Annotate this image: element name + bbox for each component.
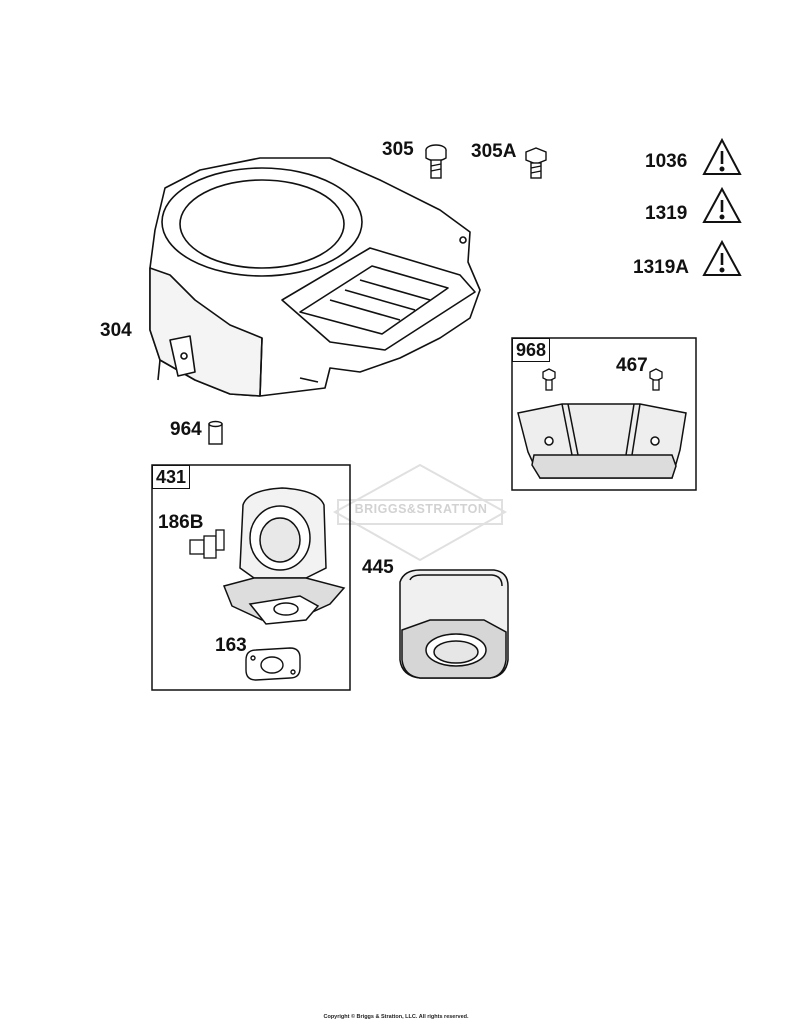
brand-watermark-shape xyxy=(332,463,508,562)
screw-467-part xyxy=(542,368,663,391)
kit-968-box xyxy=(511,337,697,491)
callout-467: 467 xyxy=(616,355,648,376)
air-cleaner-cover-part xyxy=(517,403,687,479)
callout-305a: 305A xyxy=(471,141,517,162)
warning-triangle-icon xyxy=(702,137,742,175)
callout-1319: 1319 xyxy=(645,203,688,224)
callout-1319a: 1319A xyxy=(633,257,689,278)
brand-watermark-text: BRIGGS&STRATTON xyxy=(354,502,488,516)
air-filter-445-part xyxy=(399,569,509,679)
callout-304: 304 xyxy=(100,320,132,341)
callout-968: 968 xyxy=(512,338,551,362)
intake-manifold-part xyxy=(222,487,346,625)
fitting-186b-part xyxy=(189,529,225,559)
callout-1036: 1036 xyxy=(645,151,688,172)
callout-964: 964 xyxy=(170,419,202,440)
spacer-964-part xyxy=(208,420,223,445)
blower-housing-part xyxy=(149,157,481,397)
gasket-163-part xyxy=(245,647,301,681)
callout-186b: 186B xyxy=(158,512,204,533)
callout-445: 445 xyxy=(362,557,394,578)
kit-431-box xyxy=(151,464,351,691)
bolt-305-part xyxy=(425,144,447,179)
bolt-305a-part xyxy=(525,147,547,179)
callout-305: 305 xyxy=(382,139,414,160)
warning-triangle-icon xyxy=(702,239,742,276)
callout-431: 431 xyxy=(152,465,191,489)
callout-163: 163 xyxy=(215,635,247,656)
copyright-notice: Copyright © Briggs & Stratton, LLC. All … xyxy=(323,1014,469,1020)
warning-triangle-icon xyxy=(702,186,742,223)
